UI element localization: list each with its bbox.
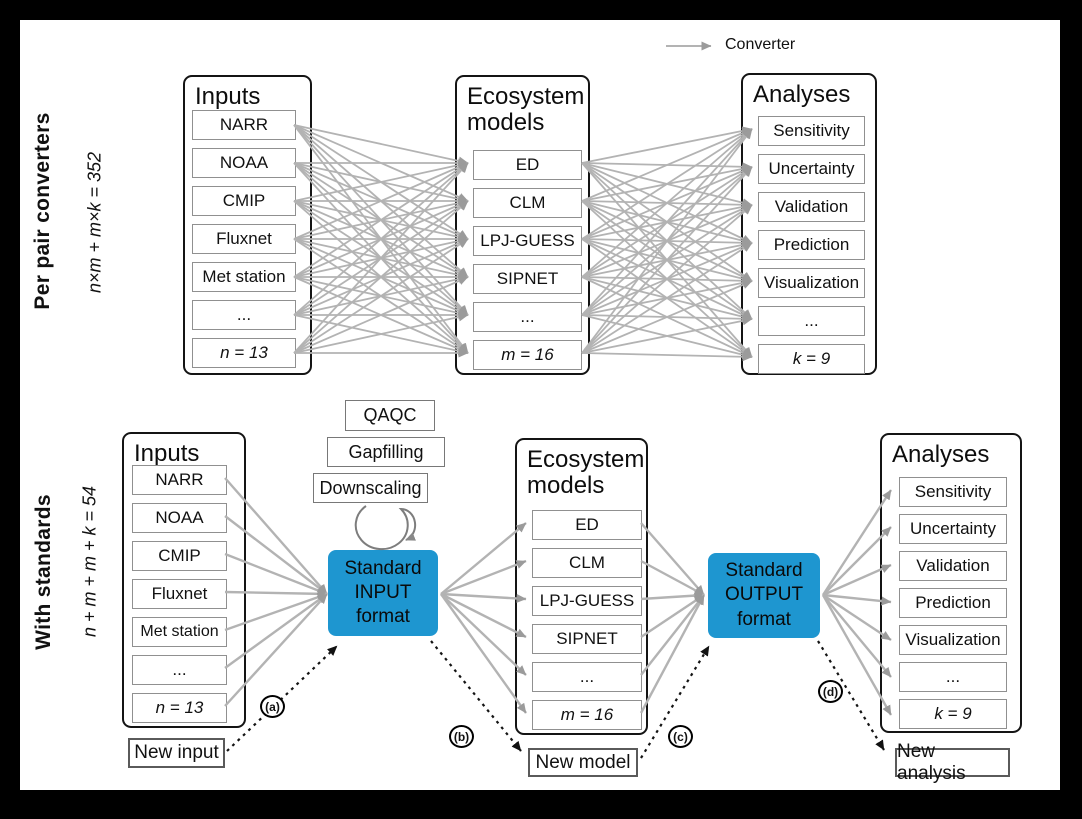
analysis-count: k = 9 — [899, 699, 1007, 729]
gapfilling-box: Gapfilling — [327, 437, 445, 467]
model-item: CLM — [532, 548, 642, 578]
model-count: m = 16 — [532, 700, 642, 730]
analysis-item: Uncertainty — [758, 154, 865, 184]
bottom-models-title: Ecosystem models — [527, 446, 645, 500]
analysis-item-ellipsis: ... — [899, 662, 1007, 692]
bottom-inputs-title: Inputs — [134, 440, 200, 467]
analysis-item: Validation — [899, 551, 1007, 581]
input-item: NOAA — [132, 503, 227, 533]
qaqc-box: QAQC — [345, 400, 435, 431]
standard-input-format-box: Standard INPUT format — [328, 550, 438, 636]
downscaling-box: Downscaling — [313, 473, 428, 503]
bottom-section-title: With standards — [32, 494, 55, 650]
model-item: ED — [532, 510, 642, 540]
input-item-ellipsis: ... — [132, 655, 227, 685]
bottom-analyses-panel: Analyses Sensitivity Uncertainty Validat… — [880, 433, 1022, 733]
mark-d: (d) — [818, 680, 843, 703]
analysis-item: Sensitivity — [899, 477, 1007, 507]
top-inputs-title: Inputs — [195, 83, 261, 110]
new-input-box: New input — [128, 738, 225, 768]
analysis-count: k = 9 — [758, 344, 865, 374]
analysis-item: Prediction — [899, 588, 1007, 618]
analysis-item-ellipsis: ... — [758, 306, 865, 336]
top-analyses-title: Analyses — [753, 81, 851, 108]
model-item: LPJ-GUESS — [532, 586, 642, 616]
input-count: n = 13 — [192, 338, 296, 368]
analysis-item: Sensitivity — [758, 116, 865, 146]
model-item: ED — [473, 150, 582, 180]
analysis-item: Validation — [758, 192, 865, 222]
model-item: SIPNET — [473, 264, 582, 294]
new-model-box: New model — [528, 748, 638, 777]
new-analysis-box: New analysis — [895, 741, 1010, 784]
mark-a: (a) — [260, 695, 285, 718]
top-section-title: Per pair converters — [31, 112, 54, 310]
input-item: NOAA — [192, 148, 296, 178]
analysis-item: Visualization — [899, 625, 1007, 655]
mark-c: (c) — [668, 725, 693, 748]
top-models-title: Ecosystem models — [467, 83, 585, 137]
input-item: NARR — [132, 465, 227, 495]
mark-b: (b) — [449, 725, 474, 748]
input-item: NARR — [192, 110, 296, 140]
standard-output-format-box: Standard OUTPUT format — [708, 553, 820, 638]
model-item: CLM — [473, 188, 582, 218]
input-count: n = 13 — [132, 693, 227, 723]
top-analyses-panel: Analyses Sensitivity Uncertainty Validat… — [741, 73, 877, 375]
model-item-ellipsis: ... — [532, 662, 642, 692]
bottom-section-formula: n + m + m + k = 54 — [79, 485, 100, 638]
top-section-formula: n×m + m×k = 352 — [84, 151, 105, 294]
bottom-models-panel: Ecosystem models ED CLM LPJ-GUESS SIPNET… — [515, 438, 648, 735]
input-item: Fluxnet — [132, 579, 227, 609]
bottom-inputs-panel: Inputs NARR NOAA CMIP Fluxnet Met statio… — [122, 432, 246, 728]
analysis-item: Prediction — [758, 230, 865, 260]
input-item: CMIP — [192, 186, 296, 216]
model-item-ellipsis: ... — [473, 302, 582, 332]
bottom-analyses-title: Analyses — [892, 441, 990, 468]
legend-converter-label: Converter — [725, 36, 796, 53]
input-item-ellipsis: ... — [192, 300, 296, 330]
top-models-panel: Ecosystem models ED CLM LPJ-GUESS SIPNET… — [455, 75, 590, 375]
input-item: Met station — [132, 617, 227, 647]
analysis-item: Visualization — [758, 268, 865, 298]
model-item: LPJ-GUESS — [473, 226, 582, 256]
input-item: CMIP — [132, 541, 227, 571]
model-count: m = 16 — [473, 340, 582, 370]
top-inputs-panel: Inputs NARR NOAA CMIP Fluxnet Met statio… — [183, 75, 312, 375]
analysis-item: Uncertainty — [899, 514, 1007, 544]
input-item: Fluxnet — [192, 224, 296, 254]
model-item: SIPNET — [532, 624, 642, 654]
input-item: Met station — [192, 262, 296, 292]
